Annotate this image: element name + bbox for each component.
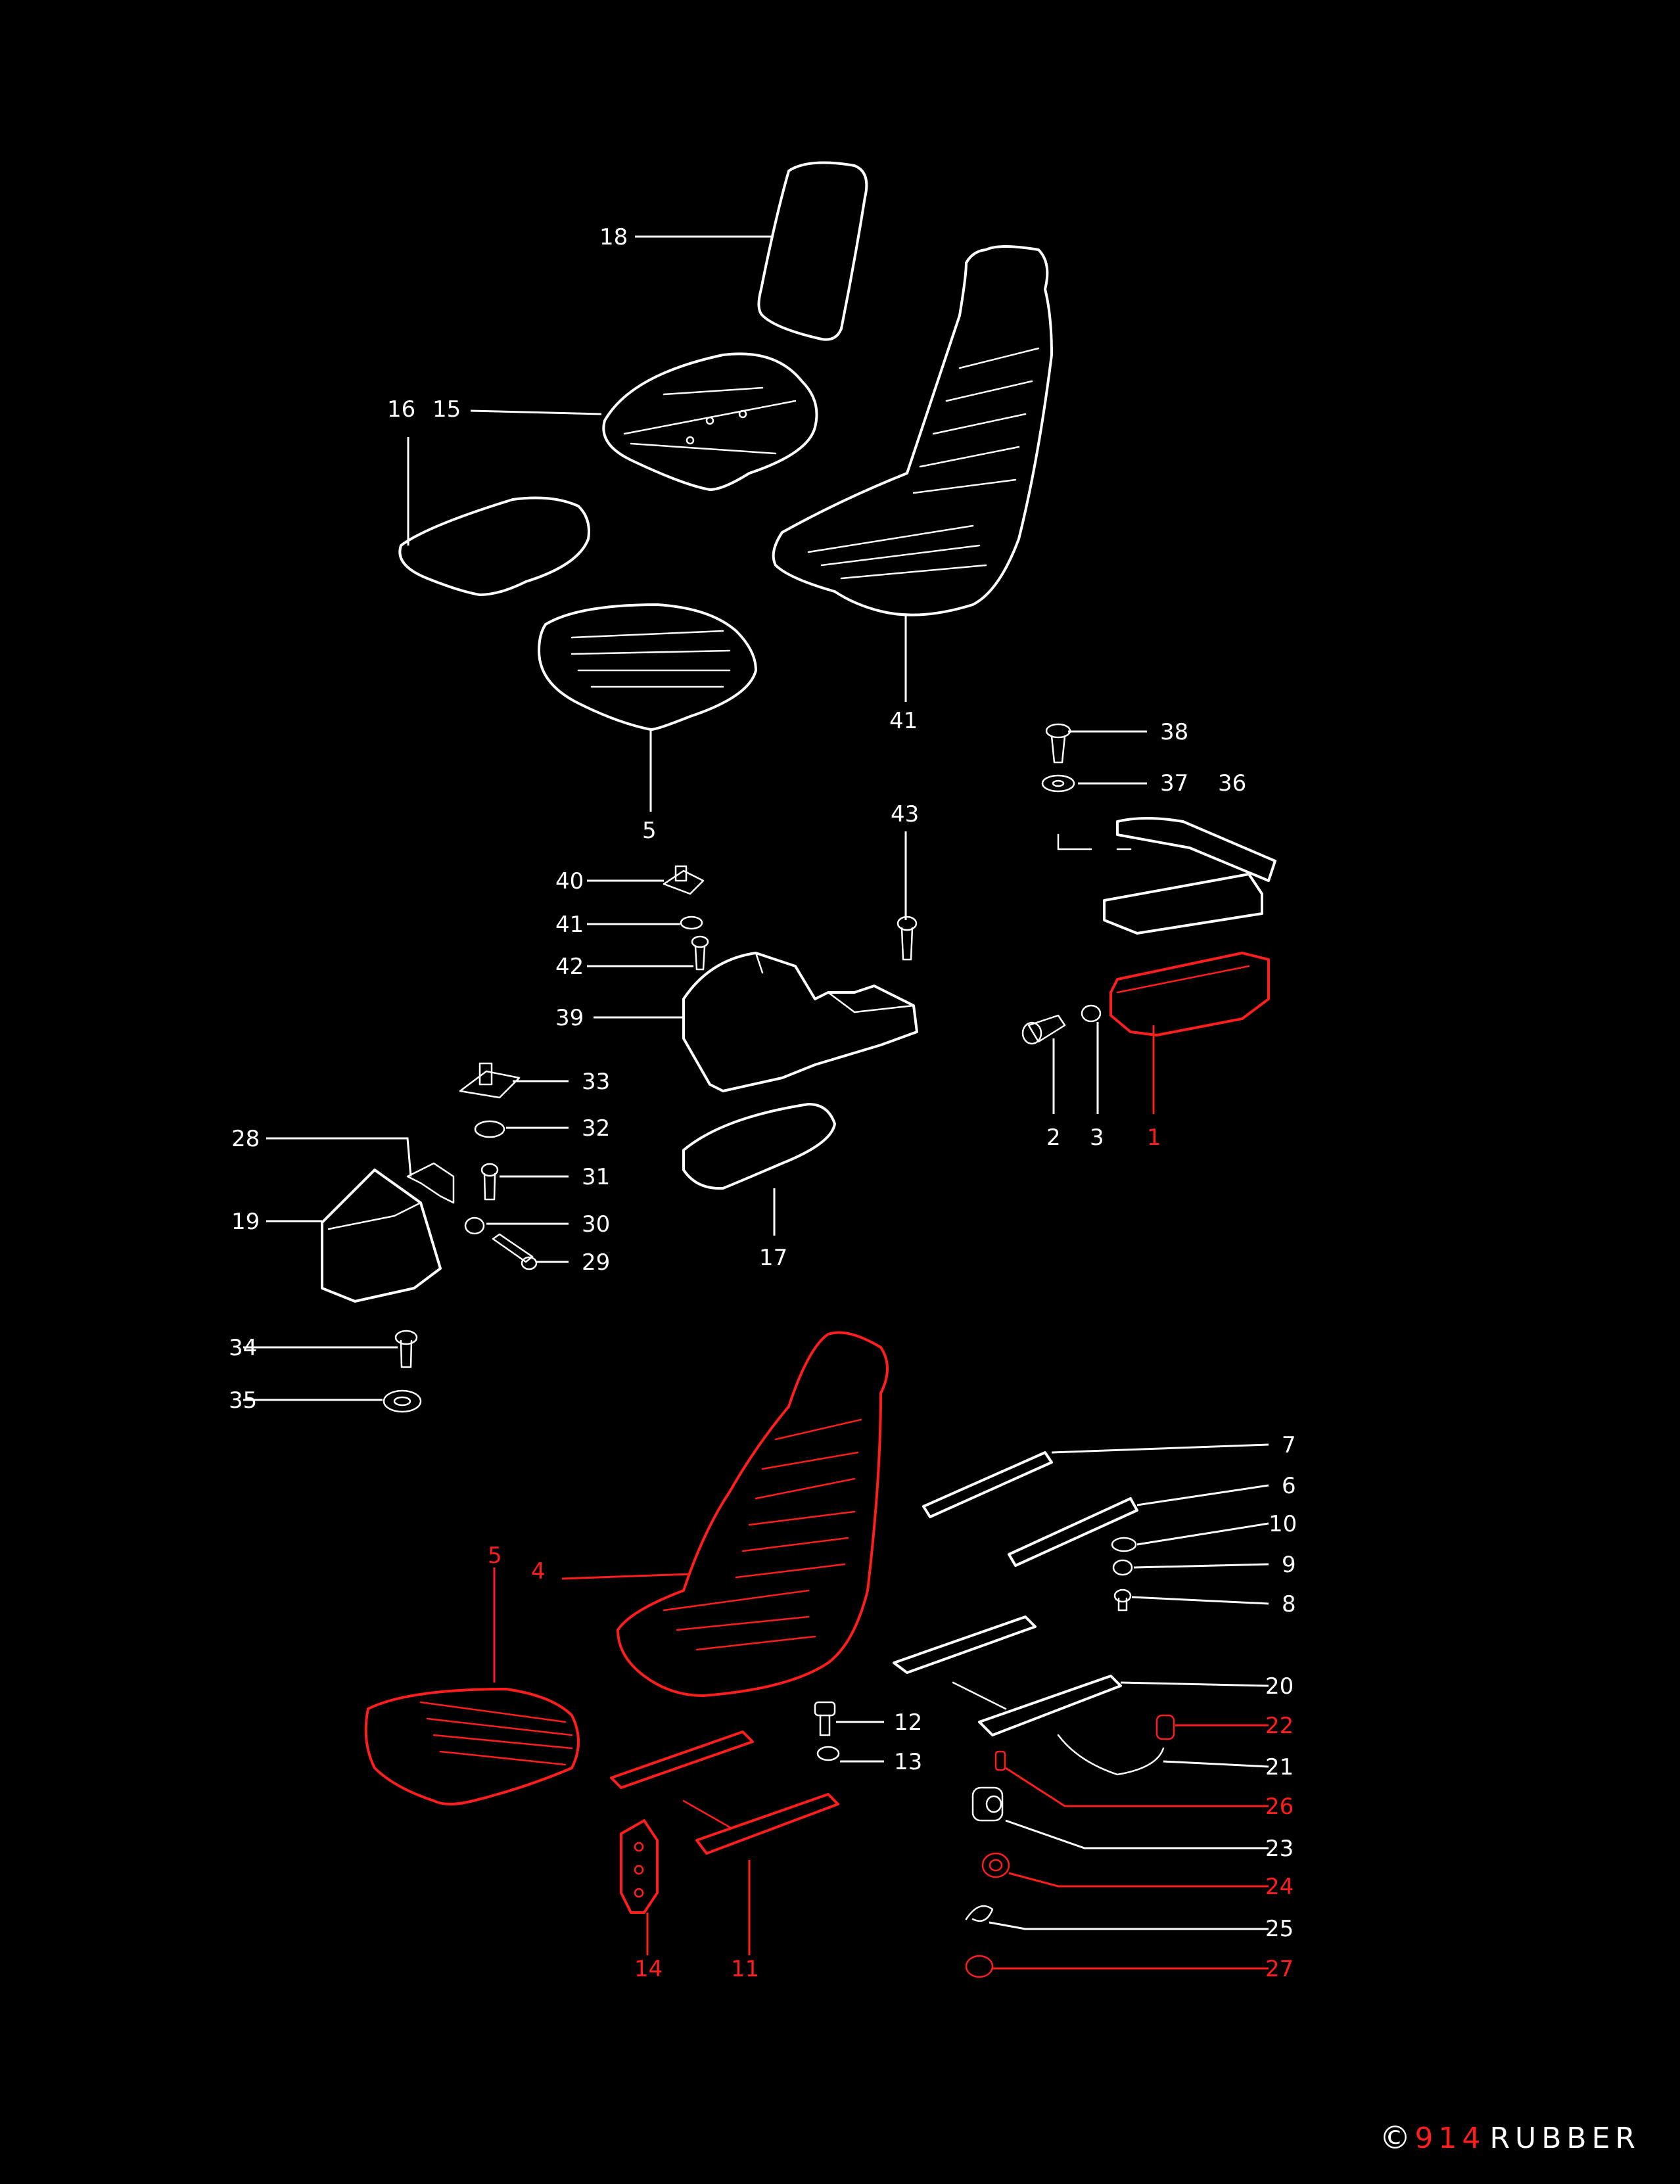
bolt-12-part (814, 1701, 836, 1736)
seat-adjuster-11-part (610, 1731, 839, 1855)
callouts: 18 16 15 41 5 38 37 36 43 40 41 42 39 2 … (229, 224, 1297, 1982)
backrest-pad-part (398, 496, 590, 596)
callout-10: 10 (1269, 1511, 1297, 1537)
callout-19: 19 (231, 1209, 260, 1235)
center-console-part (682, 952, 918, 1092)
callout-18: 18 (599, 224, 628, 250)
screw-42-part (691, 935, 709, 971)
callout-36: 36 (1218, 770, 1246, 797)
callout-37: 37 (1160, 770, 1188, 797)
callout-39: 39 (555, 1005, 584, 1031)
callout-2: 2 (1046, 1125, 1061, 1151)
washer-41-part (680, 916, 703, 930)
callout-21: 21 (1265, 1754, 1294, 1780)
callout-42: 42 (555, 954, 584, 980)
bracket-14-part (620, 1819, 659, 1914)
washer-37-part (1041, 774, 1075, 793)
knob-27-part (965, 1955, 994, 1978)
callout-7: 7 (1282, 1432, 1296, 1458)
armrest-lid-part (1057, 817, 1276, 935)
copyright-icon: © (1379, 2120, 1411, 2156)
spacer-22-part (1155, 1714, 1175, 1740)
bolt-29-part (492, 1233, 538, 1270)
callout-5-upper: 5 (642, 818, 657, 844)
callout-41-b: 41 (555, 912, 584, 938)
callout-30: 30 (582, 1211, 610, 1238)
callout-31: 31 (582, 1164, 610, 1190)
screw-38-part (1045, 723, 1071, 764)
callout-38: 38 (1160, 719, 1188, 745)
callout-8: 8 (1282, 1591, 1296, 1617)
callout-3: 3 (1090, 1125, 1104, 1151)
wire-21-part (1057, 1734, 1165, 1776)
callout-34: 34 (229, 1335, 257, 1361)
callout-14: 14 (634, 1956, 663, 1982)
seat-shell-4-part (617, 1331, 889, 1697)
screw-43-part (897, 916, 918, 961)
headrest-cushion-part (757, 161, 868, 341)
upper-seat-cushion-part (538, 603, 757, 731)
callout-1: 1 (1147, 1125, 1161, 1151)
pin-26-part (994, 1750, 1006, 1771)
callout-25: 25 (1265, 1916, 1294, 1942)
callout-5-lower: 5 (488, 1543, 502, 1569)
callout-43: 43 (891, 801, 919, 827)
seat-rail-6-part (1008, 1497, 1138, 1567)
cover-19-part (321, 1169, 442, 1303)
complete-seat-part (772, 245, 1053, 616)
clip-40-part (663, 865, 705, 895)
lower-seat-cushion-5-part (364, 1688, 580, 1805)
callout-23: 23 (1265, 1836, 1294, 1862)
seat-cushion-pad-part (602, 352, 818, 491)
nut-30-part (464, 1217, 485, 1235)
armrest-pad-part (682, 1103, 836, 1190)
callout-12: 12 (894, 1709, 922, 1736)
bracket-28-part (406, 1162, 455, 1204)
washer-10-part (1111, 1537, 1137, 1552)
seat-rail-7-part (922, 1451, 1053, 1518)
callout-27: 27 (1265, 1956, 1294, 1982)
brand-word: RUBBER (1489, 2121, 1641, 2155)
callout-26: 26 (1265, 1794, 1294, 1820)
callout-28: 28 (231, 1126, 260, 1152)
callout-35: 35 (229, 1387, 257, 1414)
callout-32: 32 (582, 1115, 610, 1142)
screw-2-part (1021, 1014, 1066, 1045)
seat-adjuster-20-part (893, 1615, 1122, 1736)
brand-logo: © 914 RUBBER (1379, 2120, 1641, 2156)
callout-40: 40 (555, 868, 584, 895)
callout-6: 6 (1282, 1473, 1296, 1499)
nut-13-part (816, 1746, 840, 1761)
knob-23-part (971, 1786, 1004, 1822)
callout-29: 29 (582, 1249, 610, 1276)
nut-24-part (981, 1852, 1010, 1878)
screw-34-part (394, 1330, 418, 1368)
spring-25-part (965, 1905, 994, 1922)
nut-9-part (1112, 1559, 1133, 1576)
callout-41: 41 (889, 708, 918, 734)
brand-number: 914 (1414, 2121, 1486, 2155)
callout-11: 11 (731, 1956, 759, 1982)
callout-9: 9 (1282, 1552, 1296, 1578)
screw-8-part (1113, 1589, 1132, 1612)
leader-lines (243, 235, 1269, 1970)
washer-32-part (474, 1120, 505, 1138)
armrest-box-1-part (1109, 952, 1270, 1036)
callout-16: 16 (387, 396, 415, 423)
callout-20: 20 (1265, 1673, 1294, 1700)
callout-22: 22 (1265, 1713, 1294, 1739)
callout-24: 24 (1265, 1874, 1294, 1900)
callout-13: 13 (894, 1749, 922, 1775)
clip-33-part (459, 1062, 521, 1099)
callout-17: 17 (759, 1245, 787, 1271)
callout-33: 33 (582, 1069, 610, 1095)
screw-31-part (480, 1163, 499, 1201)
callout-15: 15 (432, 396, 461, 423)
callout-4: 4 (531, 1558, 546, 1585)
grommet-35-part (383, 1389, 422, 1413)
washer-3-part (1081, 1004, 1102, 1023)
